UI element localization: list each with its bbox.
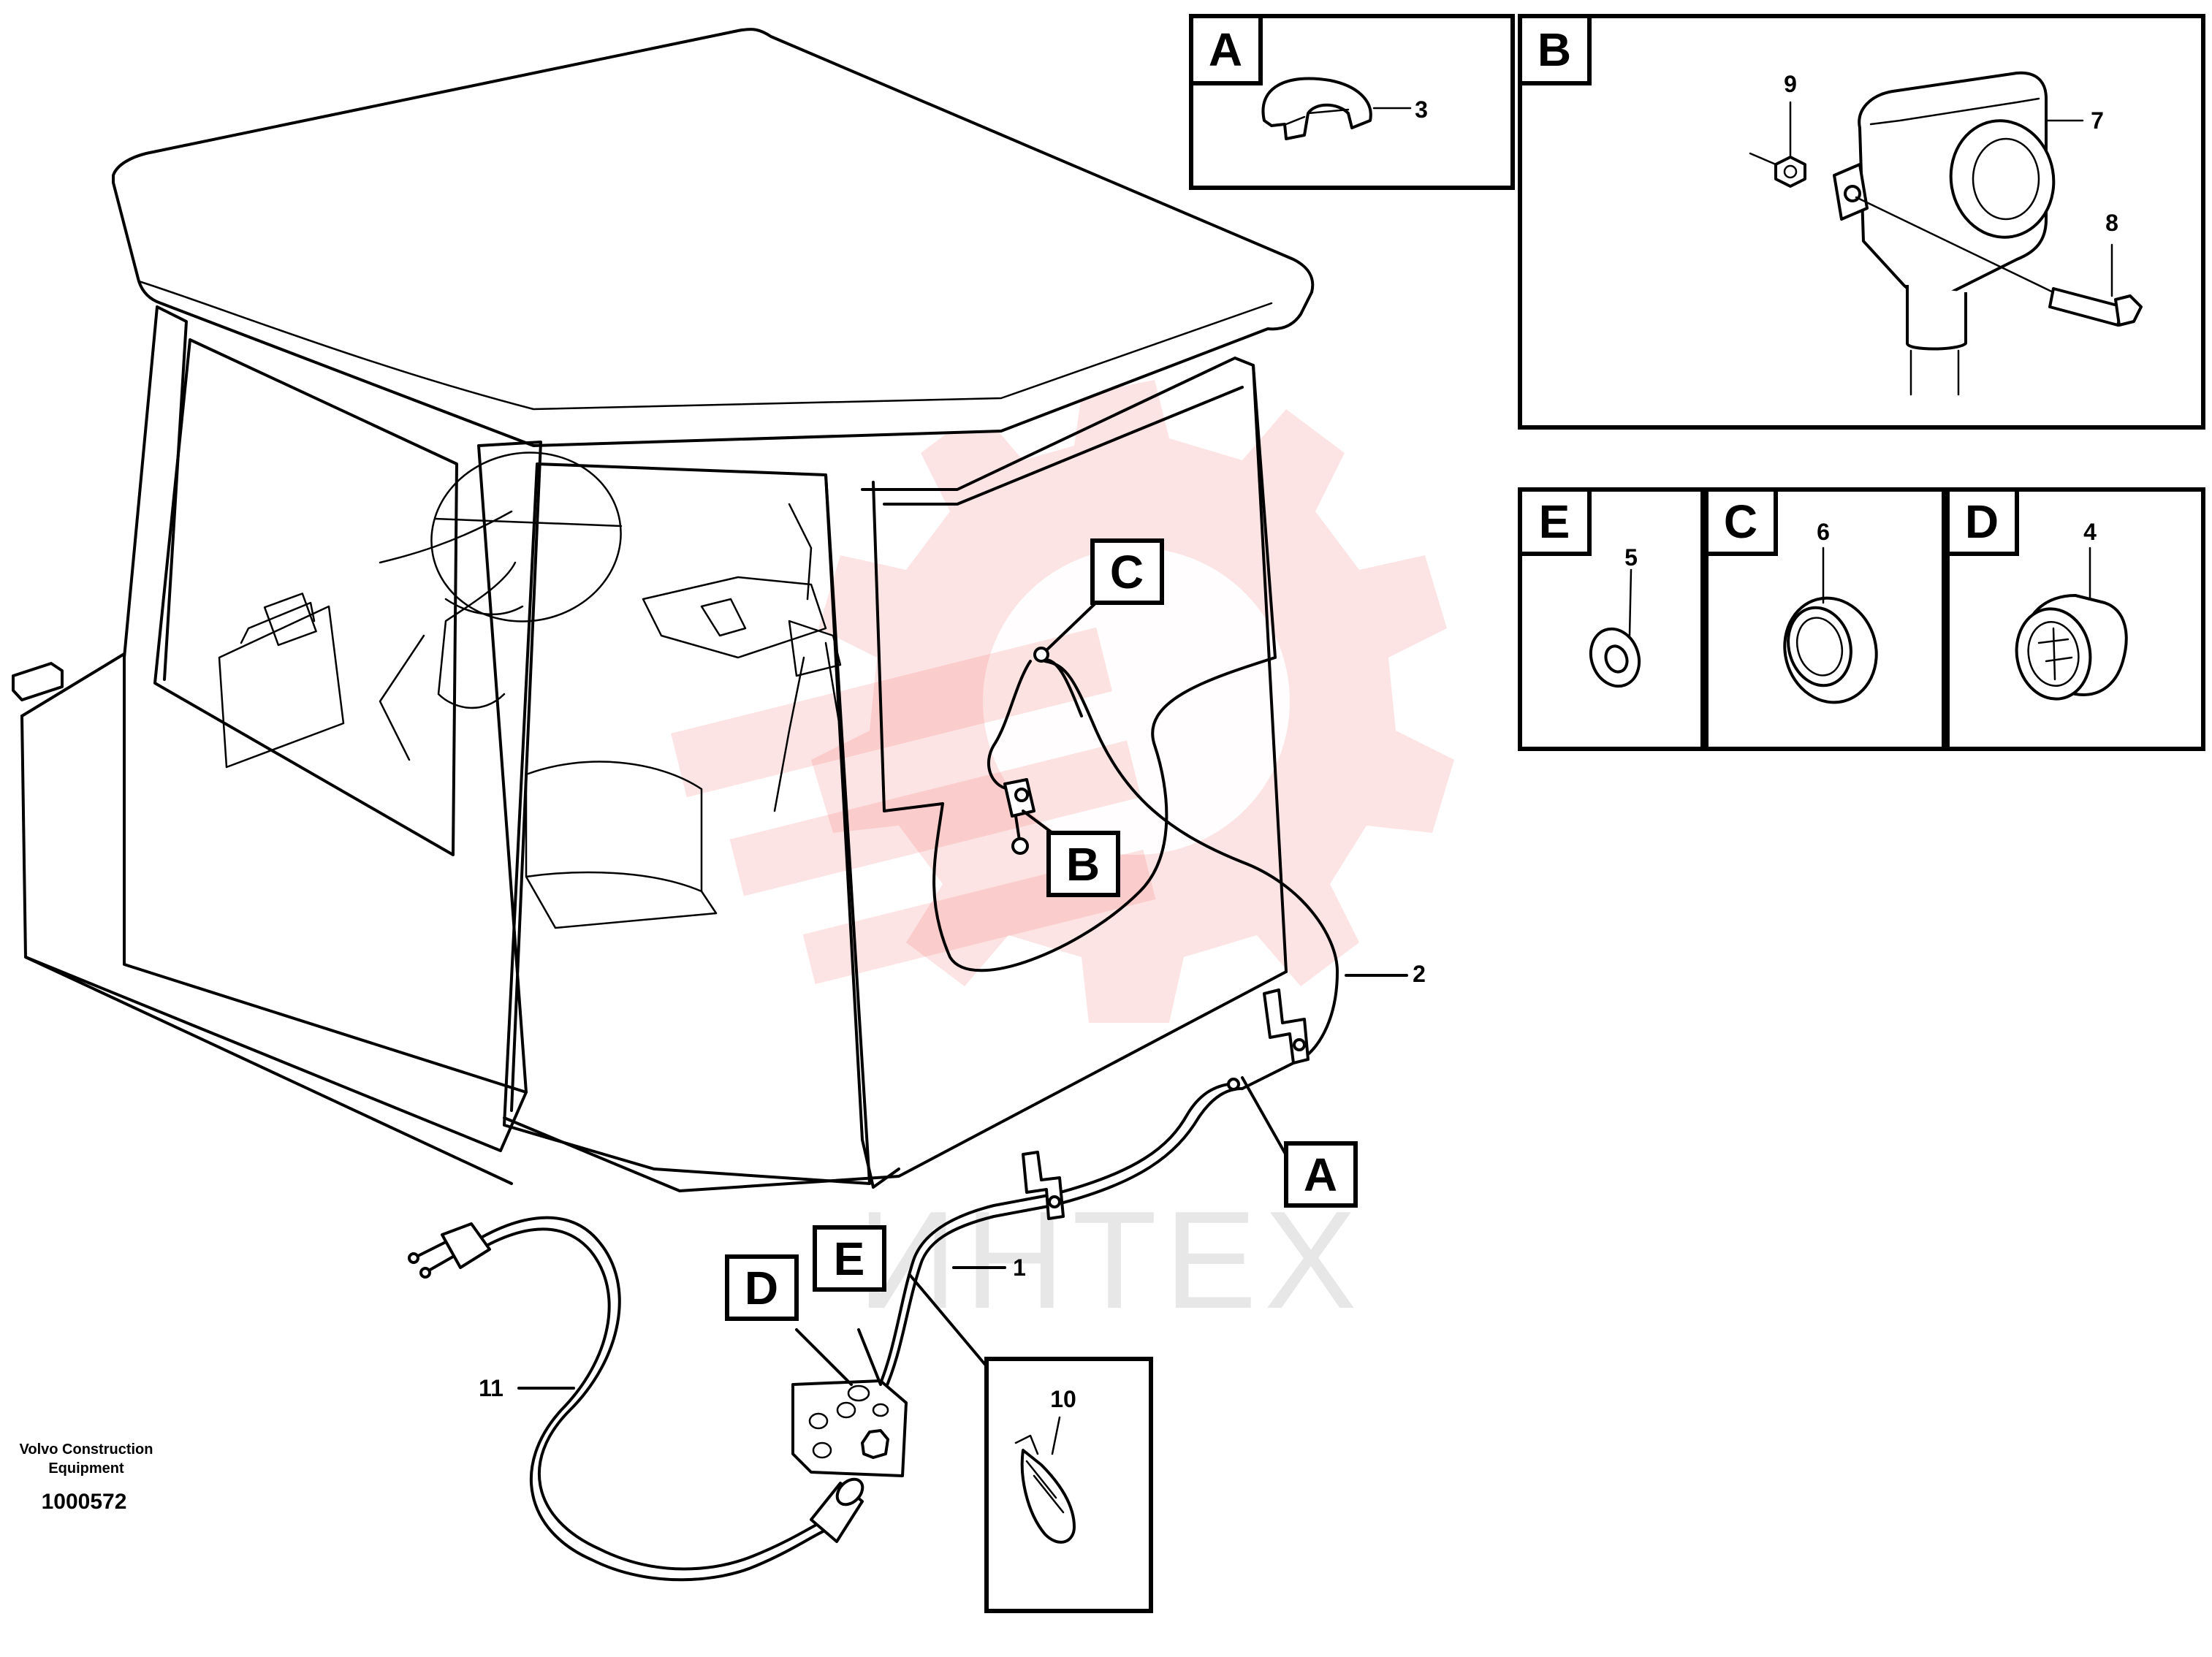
- part-number-2: 2: [1413, 961, 1426, 987]
- part-number-7: 7: [2091, 107, 2104, 134]
- callout-D: D: [725, 1254, 799, 1321]
- part-number-9: 9: [1784, 71, 1797, 97]
- cab-body: [12, 28, 1315, 1192]
- detail-header-D: D: [1945, 487, 2019, 556]
- publisher-line-2: Equipment: [48, 1460, 124, 1477]
- detail-header-E: E: [1518, 487, 1592, 556]
- harness-1: [875, 1078, 1244, 1393]
- detail-letter-D: D: [1965, 495, 1999, 548]
- detail-header-B: B: [1518, 14, 1592, 85]
- callout-letter-D: D: [745, 1262, 778, 1314]
- detail-letter-E: E: [1539, 495, 1570, 548]
- callout-E: E: [813, 1225, 886, 1292]
- part-number-6: 6: [1817, 519, 1830, 545]
- detail-letter-B: B: [1538, 23, 1571, 76]
- detail-frame-B: [1518, 14, 2205, 430]
- part-number-10: 10: [1050, 1386, 1076, 1412]
- callout-B: B: [1046, 831, 1120, 897]
- detail-frame-C: [1704, 487, 1946, 751]
- part-number-1: 1: [1013, 1254, 1026, 1281]
- callout-letter-B: B: [1066, 838, 1100, 891]
- detail-frame-10: [984, 1357, 1153, 1613]
- cab-interior: [218, 452, 842, 929]
- part-number-4: 4: [2083, 519, 2097, 545]
- detail-letter-C: C: [1724, 495, 1757, 548]
- part-number-8: 8: [2105, 210, 2118, 236]
- part-number-5: 5: [1624, 544, 1638, 571]
- publisher-line-1: Volvo Construction: [20, 1441, 153, 1458]
- detail-letter-A: A: [1209, 23, 1242, 76]
- callout-letter-A: A: [1304, 1149, 1337, 1201]
- brackets: [1022, 989, 1310, 1220]
- document-id: 1000572: [42, 1490, 127, 1514]
- callout-A: A: [1284, 1141, 1358, 1208]
- extension-cable-11: [408, 1216, 864, 1582]
- callout-letter-E: E: [834, 1233, 865, 1285]
- part-number-3: 3: [1415, 96, 1428, 123]
- leader-lines: [517, 598, 1408, 1390]
- detail-header-A: A: [1189, 14, 1263, 85]
- socket-plate: [791, 1379, 908, 1477]
- watermark-gear-logo: [671, 380, 1454, 1023]
- detail-header-C: C: [1704, 487, 1778, 556]
- part-number-11: 11: [479, 1375, 503, 1401]
- callout-C: C: [1090, 538, 1164, 605]
- callout-letter-C: C: [1110, 546, 1144, 598]
